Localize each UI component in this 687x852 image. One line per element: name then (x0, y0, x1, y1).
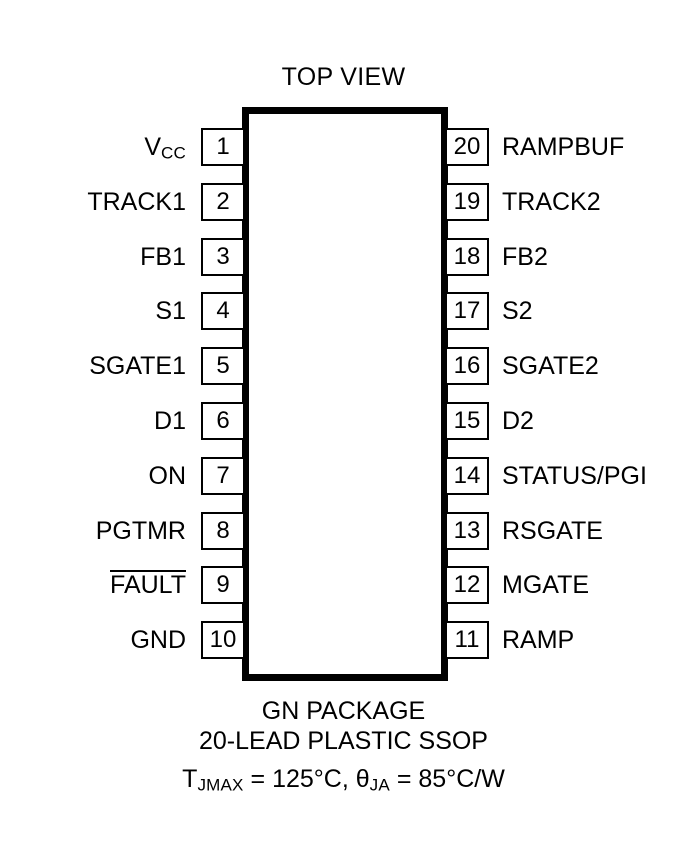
pin-row: 8 PGTMR (0, 511, 687, 550)
pin-number-box: 13 (445, 511, 489, 550)
tjmax-value: = 125°C, (243, 765, 356, 793)
theta-value: = 85°C/W (389, 765, 505, 793)
pin-signal-label: MGATE (502, 566, 589, 604)
pin-number-box: 3 (201, 237, 245, 276)
pin-label-text: V (144, 133, 162, 161)
package-name-caption: GN PACKAGE (261, 697, 426, 725)
pin-signal-label: S1 (155, 292, 186, 330)
pin-number-box: 2 (201, 182, 245, 221)
pin-signal-label: VCC (144, 128, 186, 166)
pin-label-text: RAMP (502, 626, 575, 655)
pin-row: 11 RAMP (0, 621, 687, 660)
pin-label-text: ON (148, 461, 187, 490)
pin-number-box: 20 (445, 128, 489, 166)
pin-signal-label: SGATE2 (502, 347, 599, 385)
pin-row: 7 ON (0, 456, 687, 495)
pin-label-subscript: CC (161, 143, 186, 163)
pin-number-box: 9 (201, 566, 245, 605)
pin-number-box: 7 (201, 456, 245, 495)
tjmax-subscript: JMAX (197, 775, 244, 795)
pin-row: 1 VCC (0, 128, 687, 166)
pin-label-text: RSGATE (502, 516, 603, 545)
pin-signal-label: D1 (154, 402, 186, 440)
pin-number-box: 16 (445, 347, 489, 386)
pin-row: 14 STATUS/PGI (0, 456, 687, 495)
pin-row: 2 TRACK1 (0, 182, 687, 221)
pin-signal-label: RSGATE (502, 512, 603, 550)
pin-number-box: 5 (201, 347, 245, 386)
pin-label-text: PGTMR (95, 516, 186, 545)
pin-label-text: SGATE2 (502, 352, 599, 381)
pin-number-box: 18 (445, 237, 489, 276)
package-body-outline (242, 107, 448, 681)
pin-row: 10 GND (0, 621, 687, 660)
top-view-title: TOP VIEW (281, 63, 406, 91)
pin-number-box: 15 (445, 402, 489, 440)
pin-label-text: SGATE1 (89, 352, 186, 381)
thermal-spec-caption: TJMAX = 125°C, θJA = 85°C/W (0, 765, 687, 796)
pin-label-text: RAMPBUF (502, 133, 625, 161)
pin-label-text: STATUS/PGI (502, 461, 647, 490)
pin-signal-label: D2 (502, 402, 534, 440)
pin-signal-label: ON (149, 457, 187, 495)
pin-number-box: 14 (445, 456, 489, 495)
pin-row: 13 RSGATE (0, 511, 687, 550)
pin-signal-label: FB2 (502, 238, 548, 276)
pin-number-box: 4 (201, 292, 245, 331)
pin-signal-label: TRACK2 (502, 183, 601, 221)
pin-label-text: S1 (155, 297, 186, 326)
pin-number-box: 8 (201, 511, 245, 550)
pin-label-text: D1 (154, 407, 186, 435)
pin-row: 17 S2 (0, 292, 687, 331)
pin-label-text: TRACK1 (87, 187, 186, 216)
pin-label-text: S2 (502, 297, 533, 326)
package-type-caption: 20-LEAD PLASTIC SSOP (198, 727, 488, 755)
pin-number-box: 10 (201, 621, 245, 660)
pin-signal-label: FB1 (140, 238, 186, 276)
pin-signal-label: GND (130, 621, 186, 659)
pin-row: 9 FAULT (0, 566, 687, 605)
pin-label-text: TRACK2 (502, 187, 601, 216)
pin-label-text: FB1 (140, 242, 186, 271)
pin-label-text: FAULT (110, 570, 186, 600)
theta-subscript: JA (369, 775, 390, 795)
pin-row: 20 RAMPBUF (0, 128, 687, 166)
pin-number-box: 17 (445, 292, 489, 331)
theta-symbol: θ (355, 765, 370, 793)
pin-number-box: 19 (445, 182, 489, 221)
tjmax-symbol: T (182, 765, 198, 793)
pin-signal-label: RAMP (502, 621, 574, 659)
pin-row: 16 SGATE2 (0, 347, 687, 386)
pin-label-text: GND (130, 626, 186, 655)
pin-number-box: 1 (201, 128, 245, 166)
pin-row: 19 TRACK2 (0, 182, 687, 221)
pin-number-box: 12 (445, 566, 489, 605)
pin-row: 6 D1 (0, 402, 687, 440)
pin-signal-label: RAMPBUF (502, 128, 624, 166)
pin-row: 12 MGATE (0, 566, 687, 605)
pin-signal-label: S2 (502, 292, 533, 330)
pin-row: 15 D2 (0, 402, 687, 440)
pin-signal-label: PGTMR (96, 512, 186, 550)
pin-row: 18 FB2 (0, 237, 687, 276)
pin-number-box: 11 (445, 621, 489, 660)
pin-row: 3 FB1 (0, 237, 687, 276)
pin-number-box: 6 (201, 402, 245, 440)
pin-signal-label: SGATE1 (89, 347, 186, 385)
pin-signal-label: TRACK1 (87, 183, 186, 221)
pin-label-text: FB2 (502, 242, 548, 271)
pin-signal-label: STATUS/PGI (502, 457, 647, 495)
pin-row: 5 SGATE1 (0, 347, 687, 386)
pin-signal-label: FAULT (110, 566, 186, 604)
pin-row: 4 S1 (0, 292, 687, 331)
pin-label-text: D2 (502, 407, 534, 435)
pin-label-text: MGATE (502, 571, 590, 600)
